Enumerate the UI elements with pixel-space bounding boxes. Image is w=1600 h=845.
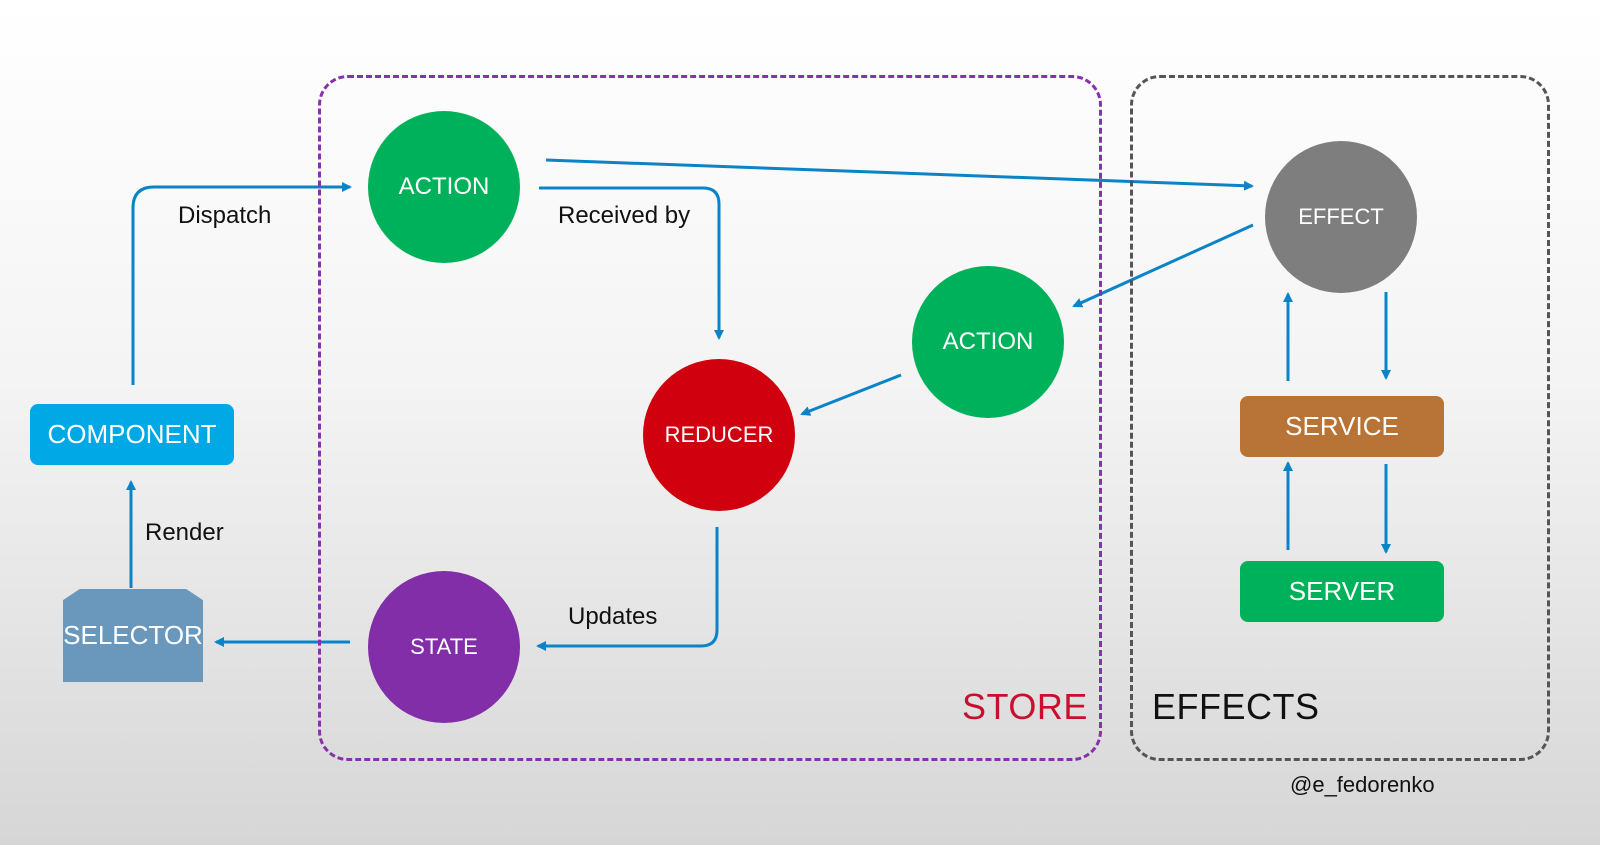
server-node-label: SERVER <box>1288 576 1396 606</box>
server-node: SERVER <box>1240 561 1444 622</box>
effects-group-label: EFFECTS <box>1152 686 1320 727</box>
action-node-from-effect-label: ACTION <box>942 328 1034 355</box>
render-edge-label: Render <box>145 519 224 546</box>
author-credit: @e_fedorenko <box>1290 772 1435 797</box>
received-by-edge-label: Received by <box>558 202 691 229</box>
edge-action-to-effect <box>545 158 1254 191</box>
reducer-node-label: REDUCER <box>664 422 774 447</box>
service-node-label: SERVICE <box>1285 411 1399 441</box>
updates-edge-label: Updates <box>568 603 658 630</box>
action-node-dispatched-label: ACTION <box>398 173 490 200</box>
store-group-label: STORE <box>962 686 1088 727</box>
action-node-from-effect: ACTION <box>912 266 1064 418</box>
effect-node: EFFECT <box>1265 141 1417 293</box>
effect-node-label: EFFECT <box>1298 204 1384 229</box>
edge-effect-to-action <box>1072 223 1254 308</box>
dispatch-edge-label: Dispatch <box>178 202 272 229</box>
reducer-node: REDUCER <box>643 359 795 511</box>
service-node: SERVICE <box>1240 396 1444 457</box>
state-node: STATE <box>368 571 520 723</box>
component-node-label: COMPONENT <box>47 419 217 449</box>
selector-node: SELECTOR <box>63 589 203 682</box>
edge-action-to-reducer <box>800 373 902 416</box>
edge-updates <box>536 527 719 651</box>
action-node-dispatched: ACTION <box>368 111 520 263</box>
component-node: COMPONENT <box>30 404 234 465</box>
edge-dispatch <box>131 182 352 385</box>
state-node-label: STATE <box>410 634 478 659</box>
store-group-box <box>318 75 1102 761</box>
selector-node-label: SELECTOR <box>63 620 203 650</box>
edge-received-by <box>539 186 724 340</box>
effects-group-box <box>1130 75 1550 761</box>
